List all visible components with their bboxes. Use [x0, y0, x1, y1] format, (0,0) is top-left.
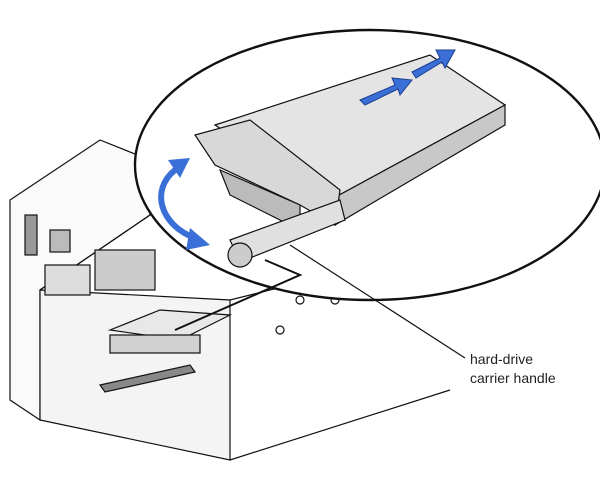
- slide-direction-arrow-icon: [359, 49, 456, 106]
- hard-drive-carrier-handle-label: hard-drive carrier handle: [470, 350, 556, 388]
- rotate-handle-arrow-icon: [158, 158, 210, 250]
- callout-leader-line: [289, 244, 466, 359]
- carrier-handle: [227, 199, 346, 268]
- hard-drive-carrier: [194, 54, 507, 268]
- callout-line-1: hard-drive: [470, 351, 534, 367]
- callout-line-2: carrier handle: [470, 370, 556, 386]
- installed-drive-carrier: [98, 309, 233, 393]
